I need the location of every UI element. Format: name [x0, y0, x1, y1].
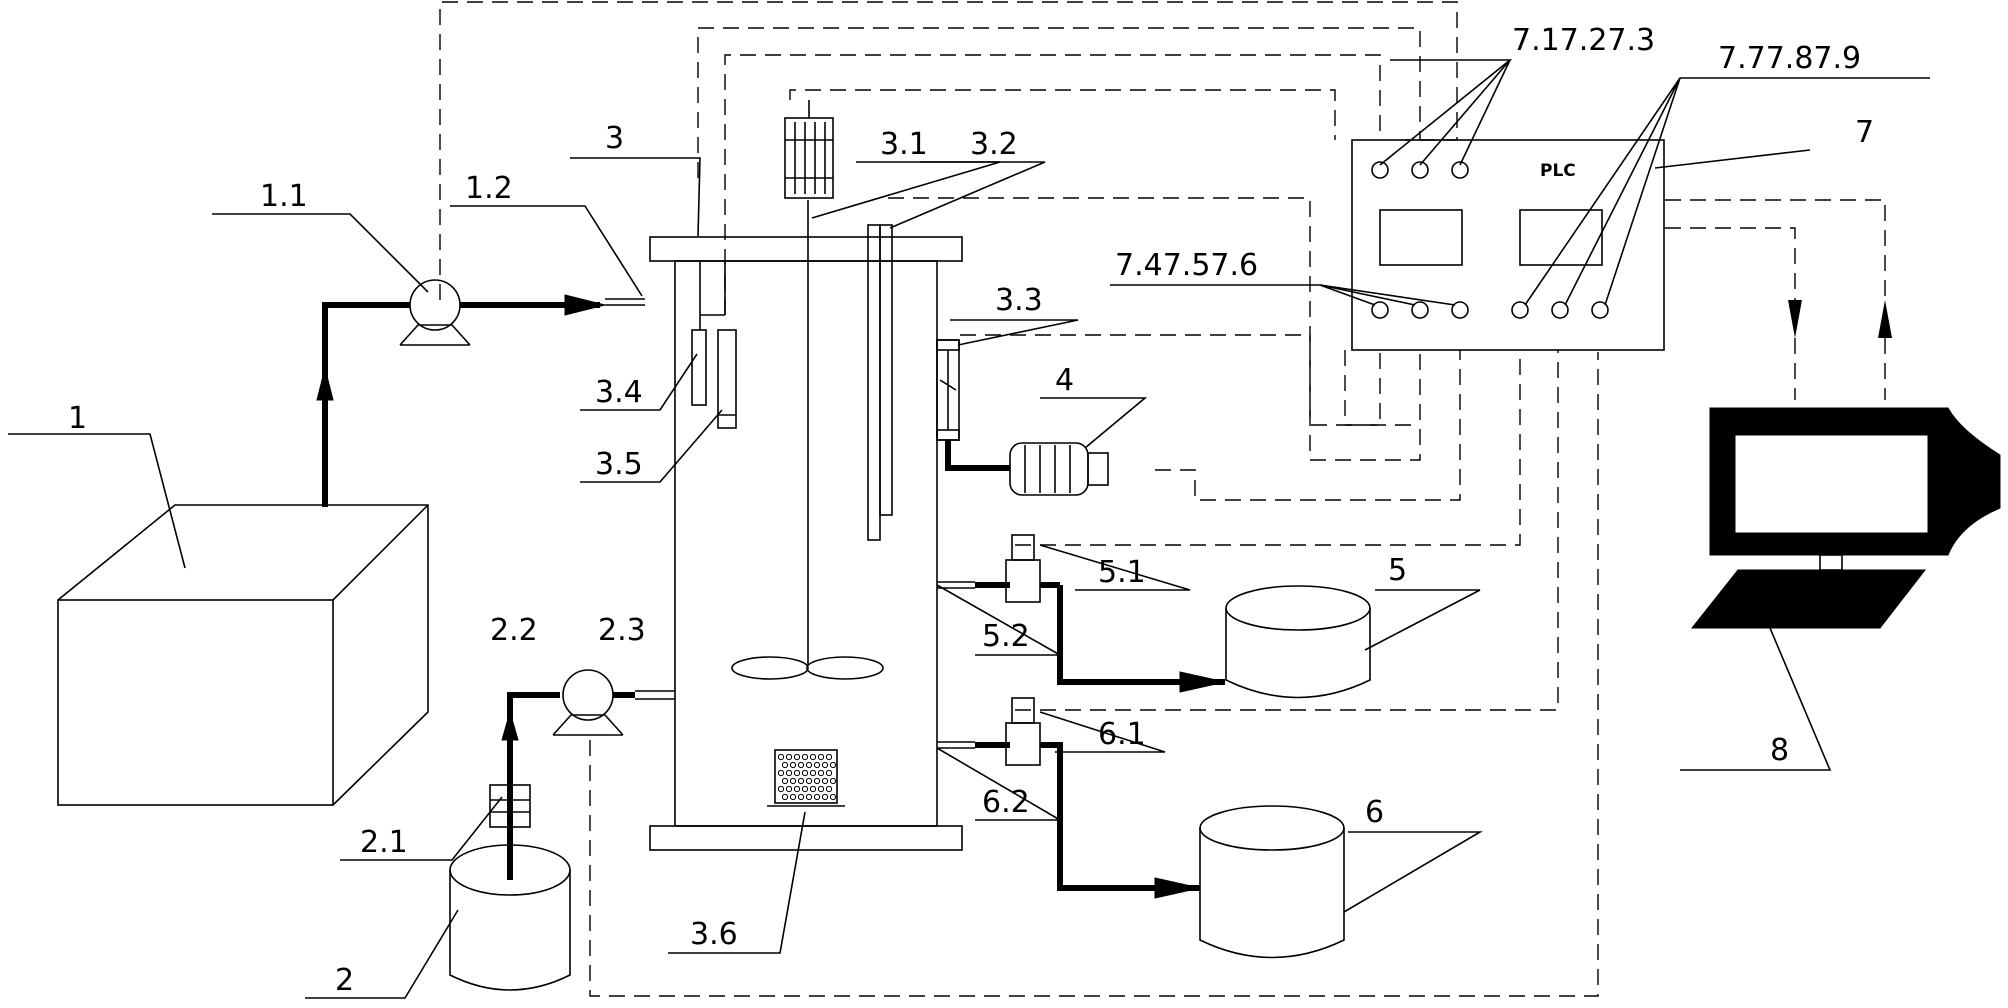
label-3: 3 — [605, 121, 624, 156]
control-signal-lines — [439, 1, 1886, 997]
aerator-hole — [797, 793, 805, 801]
aerator-hole — [785, 753, 793, 761]
aerator-hole — [813, 777, 821, 785]
label-5-1: 5.1 — [1098, 555, 1146, 590]
container-5 — [1225, 585, 1371, 699]
aerator-hole — [781, 761, 789, 769]
label-3-6: 3.6 — [690, 917, 738, 952]
label-4: 4 — [1055, 363, 1074, 398]
computer-8 — [1690, 407, 2001, 629]
label-3-1: 3.1 — [880, 127, 928, 162]
aerator-hole — [793, 769, 801, 777]
aerator-hole — [781, 777, 789, 785]
plc-7 — [1351, 139, 1665, 351]
aerator-hole — [813, 793, 821, 801]
aerator-hole — [785, 785, 793, 793]
aerator-hole — [825, 753, 833, 761]
aerator-hole — [781, 793, 789, 801]
label-2-3: 2.3 — [598, 613, 646, 648]
label-1: 1 — [68, 401, 87, 436]
motor-4 — [1009, 442, 1109, 496]
aerator-hole — [809, 753, 817, 761]
aerator-hole — [797, 777, 805, 785]
aerator-hole — [825, 769, 833, 777]
tank-1 — [57, 504, 429, 806]
label-6: 6 — [1365, 795, 1384, 830]
label-6-1: 6.1 — [1098, 717, 1146, 752]
aerator-hole — [821, 777, 829, 785]
aerator-hole — [829, 777, 837, 785]
aerator-hole — [817, 769, 825, 777]
label-1-2: 1.2 — [465, 171, 513, 206]
aerator-hole — [809, 785, 817, 793]
label-5: 5 — [1388, 553, 1407, 588]
aerator-holes — [777, 753, 837, 801]
label-ports-7-7-7-9: 7.77.87.9 — [1718, 41, 1861, 76]
label-3-5: 3.5 — [595, 447, 643, 482]
outlet-line-5 — [937, 534, 1226, 693]
label-2: 2 — [335, 963, 354, 998]
aerator-hole — [813, 761, 821, 769]
aerator-hole — [789, 793, 797, 801]
label-5-2: 5.2 — [982, 619, 1030, 654]
aerator-hole — [801, 785, 809, 793]
aerator-hole — [805, 761, 813, 769]
aerator-hole — [821, 793, 829, 801]
aerator-hole — [777, 785, 785, 793]
plc-title: PLC — [1540, 161, 1576, 181]
outlet-line-6 — [937, 697, 1201, 899]
aerator-hole — [817, 753, 825, 761]
aerator-hole — [805, 777, 813, 785]
label-2-1: 2.1 — [360, 825, 408, 860]
label-8: 8 — [1770, 733, 1789, 768]
aerator-hole — [793, 785, 801, 793]
aerator-hole — [777, 753, 785, 761]
label-3-4: 3.4 — [595, 375, 643, 410]
aerator-hole — [777, 769, 785, 777]
aerator-hole — [797, 761, 805, 769]
reactor-3 — [649, 100, 963, 851]
part-labels: 1 1.1 1.2 2 2.1 2.2 2.3 3 3.1 3.2 3.3 3.… — [68, 23, 1874, 998]
label-3-3: 3.3 — [995, 283, 1043, 318]
leader-lines — [8, 59, 1930, 999]
vessel-2 — [449, 692, 571, 991]
aerator-hole — [821, 761, 829, 769]
label-ports-7-1-7-3: 7.17.27.3 — [1512, 23, 1655, 58]
aerator-hole — [801, 769, 809, 777]
aerator-hole — [809, 769, 817, 777]
label-3-2: 3.2 — [970, 127, 1018, 162]
feed-line-1 — [316, 294, 645, 507]
aerator-hole — [789, 777, 797, 785]
aerator-hole — [785, 769, 793, 777]
aerator-hole — [829, 761, 837, 769]
label-2-2: 2.2 — [490, 613, 538, 648]
pump-2-2 — [552, 669, 675, 736]
aerator-hole — [829, 793, 837, 801]
aerator-hole — [801, 753, 809, 761]
aerator-hole — [825, 785, 833, 793]
aerator-hole — [817, 785, 825, 793]
label-1-1: 1.1 — [260, 179, 308, 214]
label-6-2: 6.2 — [982, 785, 1030, 820]
label-ports-7-4-7-6: 7.47.57.6 — [1115, 248, 1258, 283]
container-6 — [1199, 805, 1345, 959]
aerator-hole — [793, 753, 801, 761]
pump-1-1 — [399, 279, 471, 346]
label-7: 7 — [1855, 115, 1874, 150]
aerator-hole — [789, 761, 797, 769]
computer-link-arrows — [1788, 300, 1892, 400]
meter-3-3 — [936, 339, 1010, 471]
aerator-hole — [805, 793, 813, 801]
